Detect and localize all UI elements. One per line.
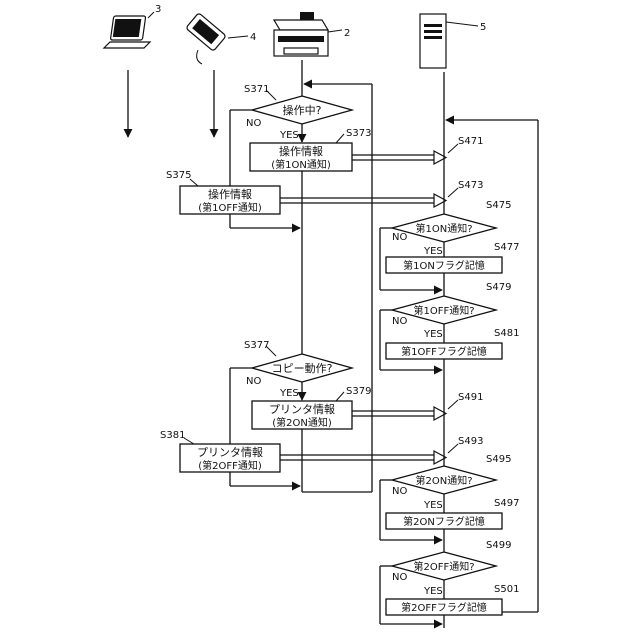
server-icon xyxy=(420,14,478,68)
printer-icon xyxy=(274,12,342,56)
s499-text: 第2OFF通知? xyxy=(413,560,474,573)
s477-text: 第1ONフラグ記憶 xyxy=(403,259,485,272)
s375-line1: 操作情報 xyxy=(208,187,252,201)
s491-id: S491 xyxy=(458,392,483,403)
s501-text: 第2OFFフラグ記憶 xyxy=(401,601,487,614)
s501-id: S501 xyxy=(494,584,519,595)
s377-id: S377 xyxy=(244,340,269,351)
s379-line1: プリンタ情報 xyxy=(269,403,335,416)
s379-line2: (第2ON通知) xyxy=(272,416,332,429)
s475-id: S475 xyxy=(486,200,511,211)
s377-text: コピー動作? xyxy=(272,361,333,375)
s471-id: S471 xyxy=(458,136,483,147)
s475-text: 第1ON通知? xyxy=(415,222,472,235)
s481-id: S481 xyxy=(494,328,519,339)
s381-line2: (第2OFF通知) xyxy=(198,459,262,472)
s495-id: S495 xyxy=(486,454,511,465)
s371-no: NO xyxy=(246,118,261,129)
s373-line1: 操作情報 xyxy=(279,144,323,158)
s495-text: 第2ON通知? xyxy=(415,474,472,487)
s375-id: S375 xyxy=(166,170,191,181)
s481-text: 第1OFFフラグ記憶 xyxy=(401,345,487,358)
printer-label: 2 xyxy=(344,28,350,39)
s497-text: 第2ONフラグ記憶 xyxy=(403,515,485,528)
s479-text: 第1OFF通知? xyxy=(413,304,474,317)
s371-id: S371 xyxy=(244,84,269,95)
s475-yes: YES xyxy=(423,246,443,257)
s479-id: S479 xyxy=(486,282,511,293)
s371-text: 操作中? xyxy=(283,103,322,117)
s473-id: S473 xyxy=(458,180,483,191)
s497-id: S497 xyxy=(494,498,519,509)
s371-yes: YES xyxy=(279,130,299,141)
s495-no: NO xyxy=(392,486,407,497)
s373-id: S373 xyxy=(346,128,371,139)
s479-yes: YES xyxy=(423,329,443,340)
laptop-label: 3 xyxy=(155,4,161,15)
s479-no: NO xyxy=(392,316,407,327)
s499-yes: YES xyxy=(423,586,443,597)
s377-no: NO xyxy=(246,376,261,387)
tablet-label: 4 xyxy=(250,32,256,43)
s495-yes: YES xyxy=(423,500,443,511)
s499-id: S499 xyxy=(486,540,511,551)
s373-line2: (第1ON通知) xyxy=(271,158,331,171)
laptop-icon xyxy=(104,12,154,48)
server-label: 5 xyxy=(480,22,486,33)
s475-no: NO xyxy=(392,232,407,243)
s381-line1: プリンタ情報 xyxy=(197,446,263,459)
tablet-icon xyxy=(186,13,248,64)
s381-id: S381 xyxy=(160,430,185,441)
s499-no: NO xyxy=(392,572,407,583)
s379-id: S379 xyxy=(346,386,371,397)
s477-id: S477 xyxy=(494,242,519,253)
s375-line2: (第1OFF通知) xyxy=(198,201,262,214)
s493-id: S493 xyxy=(458,436,483,447)
s377-yes: YES xyxy=(279,388,299,399)
